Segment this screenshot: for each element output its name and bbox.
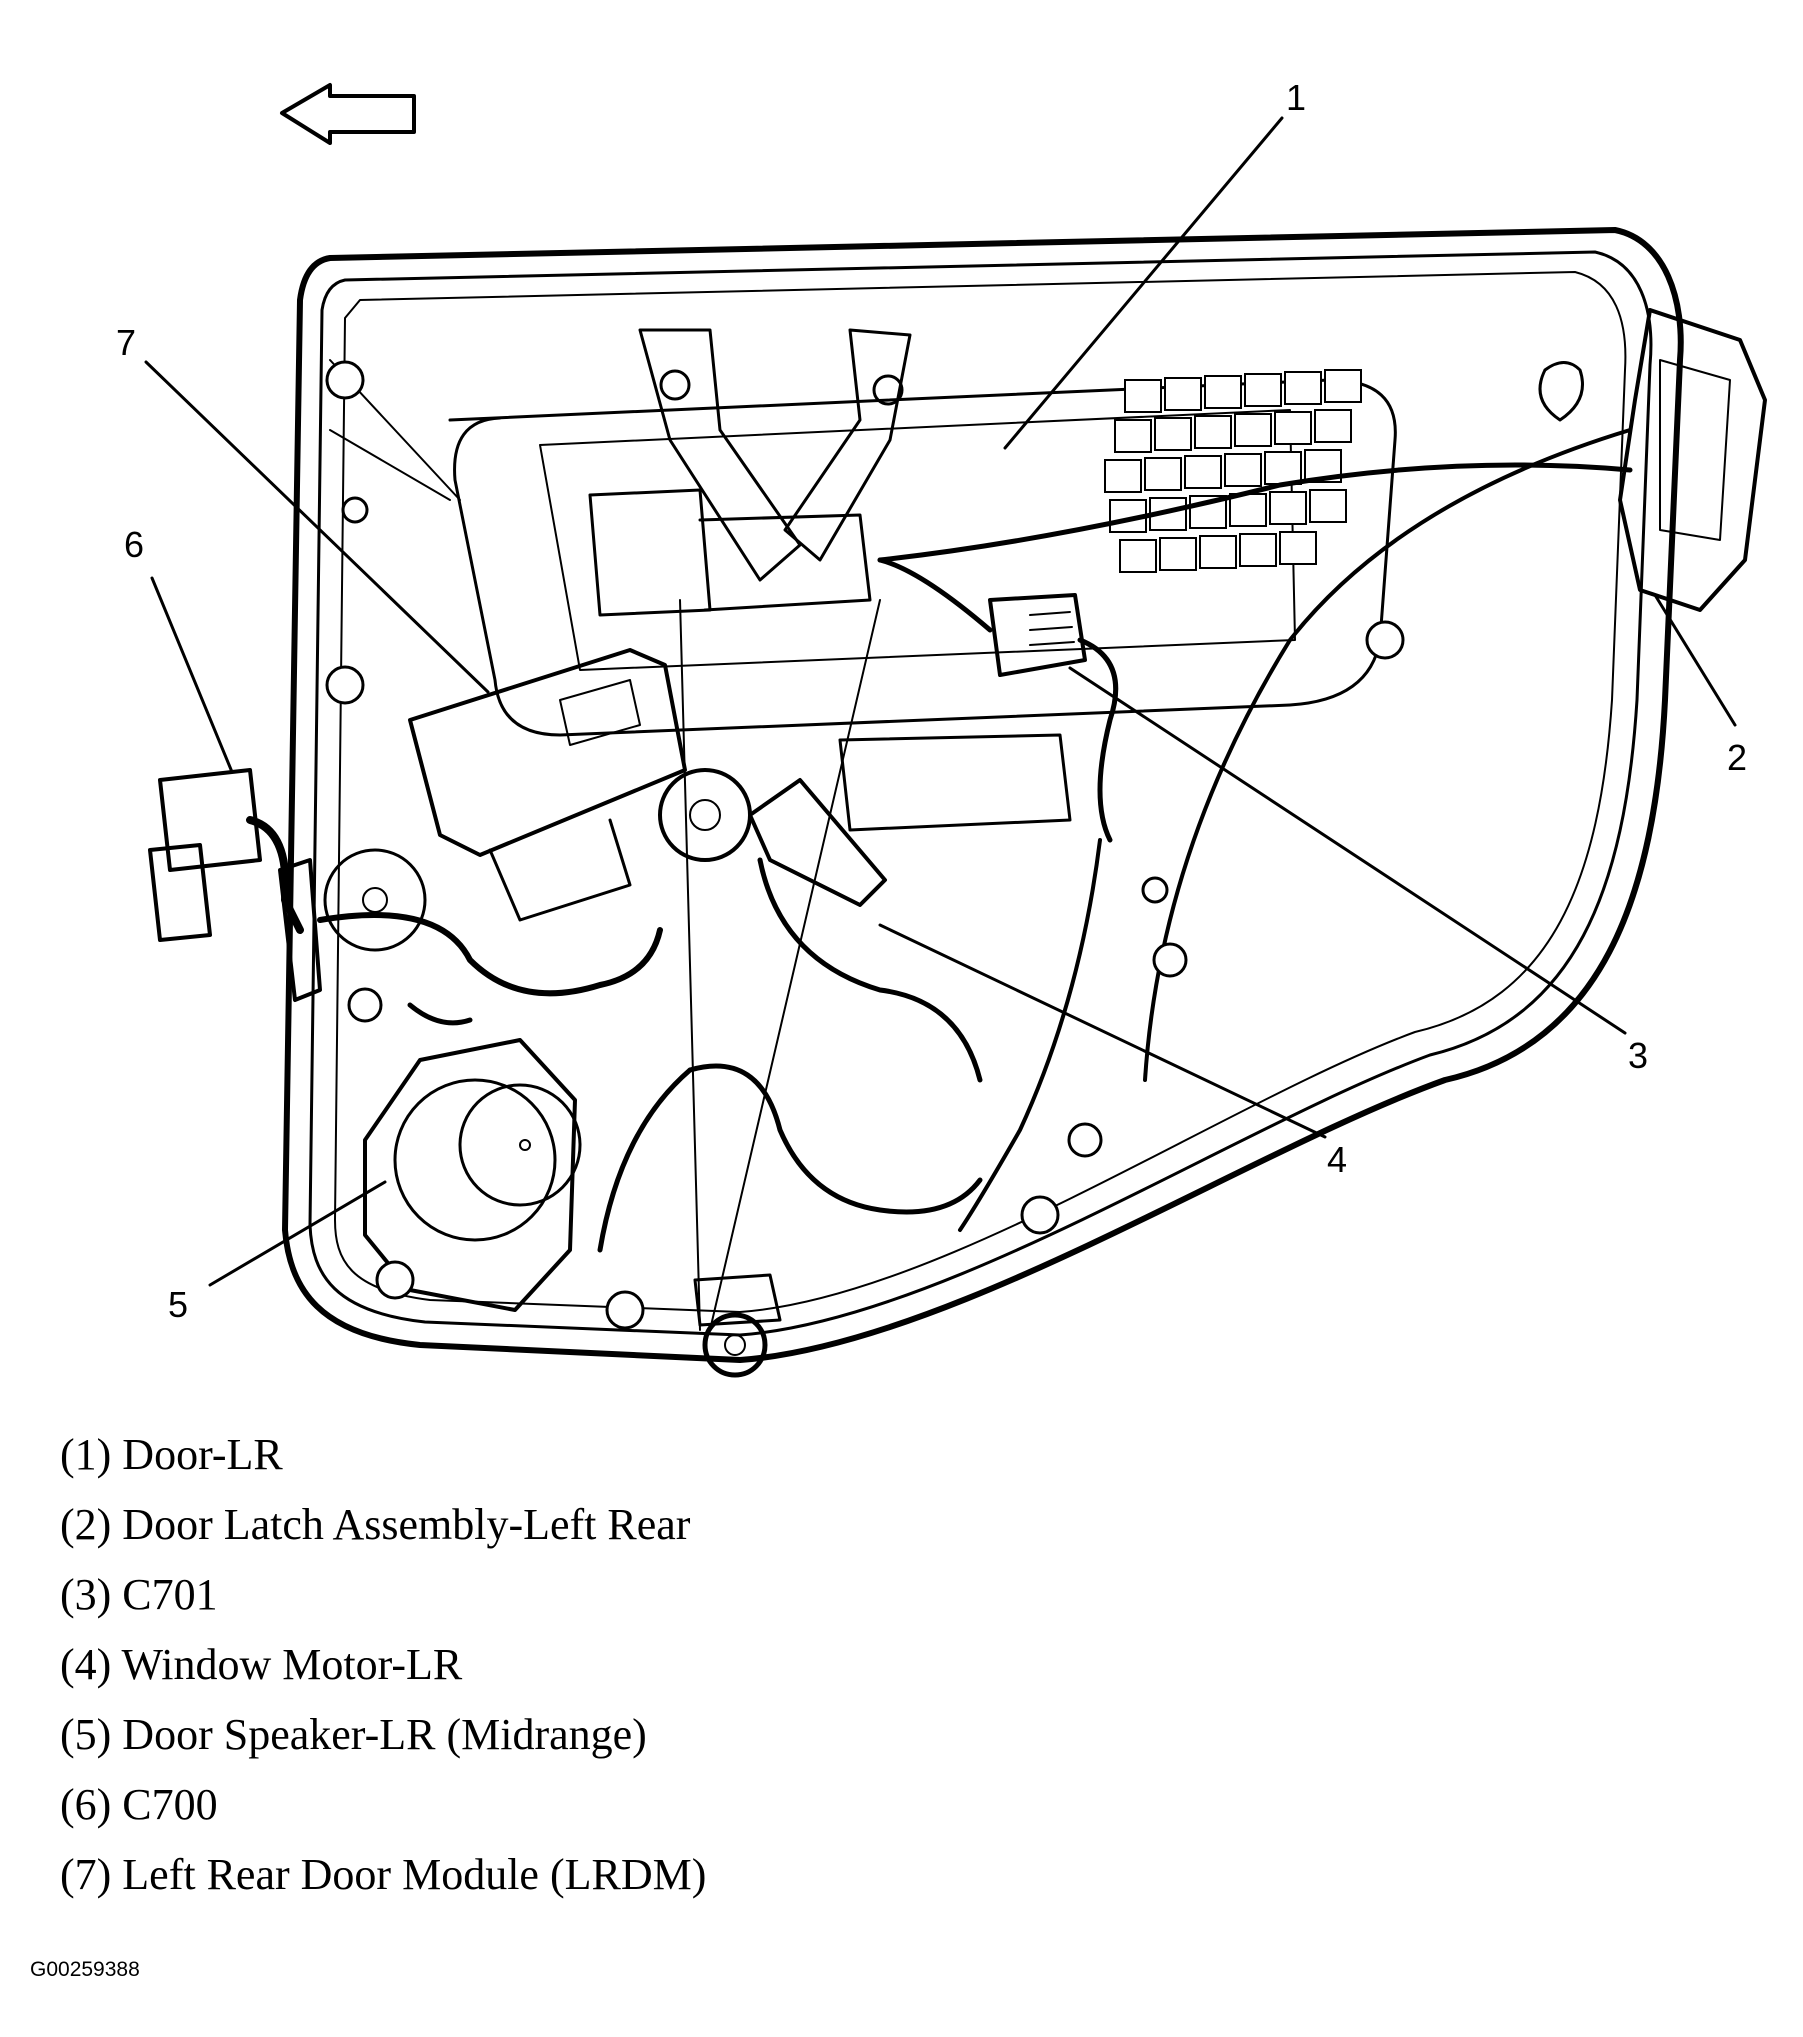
callout-7: 7 — [116, 322, 136, 363]
callout-4: 4 — [1327, 1139, 1347, 1180]
legend-item-2: (2) Door Latch Assembly-Left Rear — [60, 1500, 691, 1549]
connector-c701 — [988, 593, 1087, 677]
door-outline — [282, 227, 1684, 1363]
fasteners — [325, 360, 1405, 1330]
figure-id: G00259388 — [30, 1958, 140, 1981]
regulator-gear — [693, 1273, 782, 1378]
legend: (1) Door-LR (2) Door Latch Assembly-Left… — [60, 1420, 1360, 1910]
callout-2: 2 — [1727, 737, 1747, 778]
door-diagram: 1 2 3 4 5 6 7 — [116, 77, 1767, 1378]
speaker-grille — [1104, 369, 1362, 573]
door-speaker — [323, 848, 582, 1312]
door-module-lrdm — [408, 648, 687, 922]
callout-1: 1 — [1286, 77, 1306, 118]
legend-item-5: (5) Door Speaker-LR (Midrange) — [60, 1710, 647, 1759]
legend-item-1: (1) Door-LR — [60, 1430, 283, 1479]
window-regulator — [588, 328, 912, 1331]
window-motor — [658, 733, 1072, 907]
callout-5: 5 — [168, 1284, 188, 1325]
legend-item-7: (7) Left Rear Door Module (LRDM) — [60, 1850, 707, 1899]
door-latch — [1538, 308, 1767, 612]
leader-lines — [144, 116, 1737, 1287]
callout-6: 6 — [124, 524, 144, 565]
callout-3: 3 — [1628, 1035, 1648, 1076]
direction-arrow-icon — [280, 83, 416, 145]
legend-item-6: (6) C700 — [60, 1780, 218, 1829]
wire-harness — [317, 428, 1633, 1253]
legend-item-4: (4) Window Motor-LR — [60, 1640, 463, 1689]
legend-item-3: (3) C701 — [60, 1570, 218, 1619]
connector-c700 — [148, 768, 322, 1002]
